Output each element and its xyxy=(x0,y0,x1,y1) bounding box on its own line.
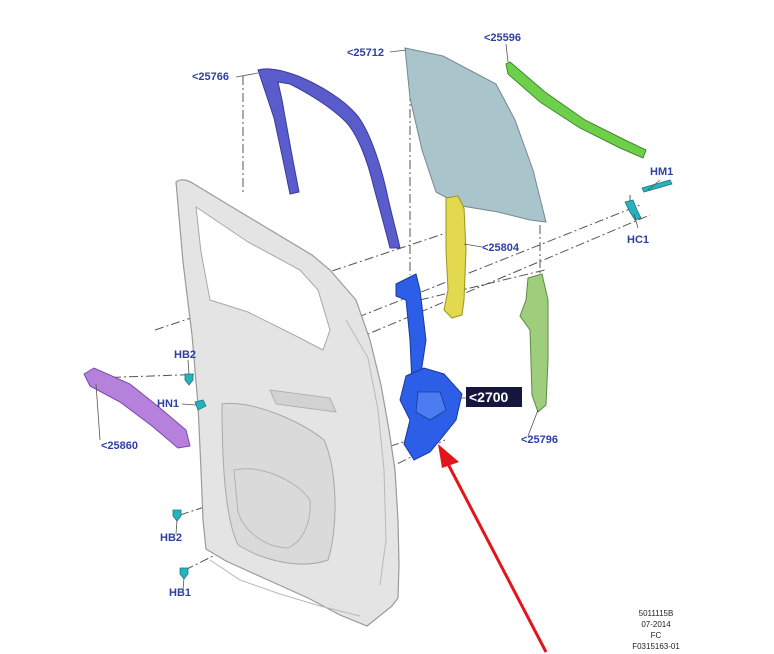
leader-lines xyxy=(95,43,661,591)
label-hc1: HC1 xyxy=(627,234,650,246)
label-25804: <25804 xyxy=(482,242,520,254)
window-regulator xyxy=(395,273,463,461)
door-inner-cutout xyxy=(221,402,336,565)
footer-line-4: F0315163-01 xyxy=(632,642,680,651)
leader-25596 xyxy=(505,43,509,63)
label-25860: <25860 xyxy=(101,440,139,452)
door-reinforcement xyxy=(269,389,337,413)
guide-line xyxy=(199,204,641,381)
leader-25766 xyxy=(235,72,259,78)
fastener-hc1 xyxy=(624,199,642,221)
label-hb2-top: HB2 xyxy=(174,349,197,361)
leader-hb1 xyxy=(182,577,185,591)
fastener-hb2-bottom xyxy=(172,509,182,522)
leader-25804 xyxy=(463,243,483,248)
door-glass xyxy=(404,47,547,223)
leader-25796 xyxy=(527,409,539,437)
guide-line xyxy=(184,439,446,571)
label-hm1: HM1 xyxy=(650,166,674,178)
label-25796: <25796 xyxy=(521,434,559,446)
red-arrow-head xyxy=(438,444,459,468)
leader-25712 xyxy=(389,49,407,53)
label-hb1: HB1 xyxy=(169,587,192,599)
leader-hb2-top xyxy=(187,359,190,375)
lower-run-channel xyxy=(519,273,549,413)
regulator-motor-detail xyxy=(415,391,447,421)
diagram-footer: 5011115B 07-2014 FC F0315163-01 xyxy=(611,608,701,652)
footer-line-3: FC xyxy=(650,631,662,640)
red-arrow xyxy=(438,444,548,653)
regulator-rail xyxy=(395,273,427,385)
front-channel xyxy=(443,195,467,319)
leader-hn1 xyxy=(181,403,197,406)
part-callout-box: <2700 xyxy=(466,387,522,407)
rear-run-channel xyxy=(505,61,647,159)
door-edge-line xyxy=(345,319,387,586)
label-25712: <25712 xyxy=(347,47,385,59)
label-hb2-bottom: HB2 xyxy=(160,532,183,544)
upper-run-channel xyxy=(257,68,401,249)
guide-line xyxy=(419,269,546,301)
leader-25860 xyxy=(95,383,101,441)
footer-line-2: 07-2014 xyxy=(641,620,671,629)
door-shell xyxy=(175,179,400,627)
fastener-hn1 xyxy=(194,399,207,411)
label-hn1: HN1 xyxy=(157,398,180,410)
leader-hm1 xyxy=(647,179,661,191)
belt-weatherstrip xyxy=(83,367,191,449)
label-25766: <25766 xyxy=(192,71,230,83)
footer-line-1: 5011115B xyxy=(638,609,674,618)
door-inner-cutout-lower xyxy=(233,468,311,549)
fastener-hm1 xyxy=(641,179,673,193)
leader-hb2-bottom xyxy=(175,519,178,535)
door-bottom-line xyxy=(209,559,361,617)
fastener-hb2-top xyxy=(184,373,194,386)
fastener-hb1 xyxy=(179,567,189,580)
label-25596: <25596 xyxy=(484,32,522,44)
door-window-opening xyxy=(195,205,331,351)
leader-hc1 xyxy=(633,213,639,229)
red-arrow-shaft xyxy=(445,461,548,653)
